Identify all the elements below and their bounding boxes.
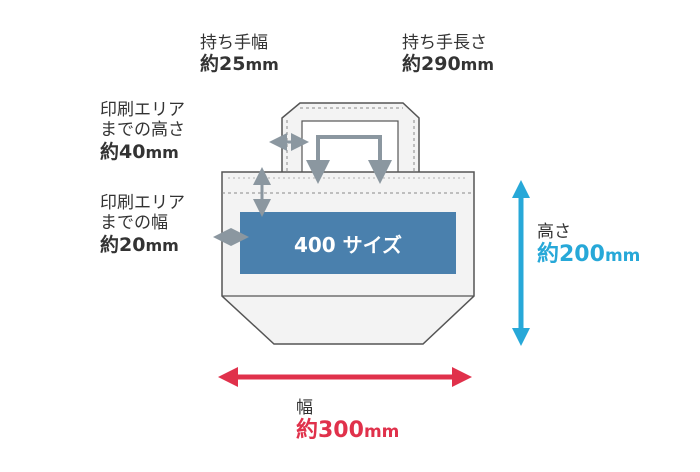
- handle-width-title: 持ち手幅: [200, 33, 268, 53]
- height-value: 約200mm: [537, 242, 641, 268]
- print-area-label: 400 サイズ: [293, 232, 403, 257]
- print-top-margin-title1: 印刷エリア: [100, 100, 185, 120]
- print-top-margin-title2: までの高さ: [100, 120, 185, 141]
- print-area: [240, 212, 456, 274]
- print-side-margin-title2: までの幅: [100, 213, 168, 234]
- handle-width-label: 持ち手幅 約25mm: [200, 33, 279, 76]
- print-side-margin-label: 印刷エリア までの幅 約20mm: [100, 193, 185, 257]
- handle-length-value: 約290mm: [402, 53, 495, 76]
- handle-length-label: 持ち手長さ 約290mm: [402, 33, 494, 76]
- print-side-margin-value: 約20mm: [100, 233, 179, 256]
- print-top-margin-label: 印刷エリア までの高さ 約40mm: [100, 100, 185, 164]
- height-label: 高さ 約200mm: [537, 222, 640, 269]
- width-value: 約300mm: [296, 418, 400, 444]
- print-side-margin-title1: 印刷エリア: [100, 193, 185, 213]
- height-title: 高さ: [537, 222, 571, 242]
- print-top-margin-value: 約40mm: [100, 140, 179, 163]
- handle-length-arrow: [306, 135, 392, 184]
- handle-width-value: 約25mm: [200, 53, 279, 76]
- height-arrow: [512, 180, 530, 346]
- width-label: 幅 約300mm: [296, 398, 399, 445]
- width-title: 幅: [296, 398, 313, 418]
- width-arrow: [218, 367, 472, 387]
- handle-length-title: 持ち手長さ: [402, 33, 487, 53]
